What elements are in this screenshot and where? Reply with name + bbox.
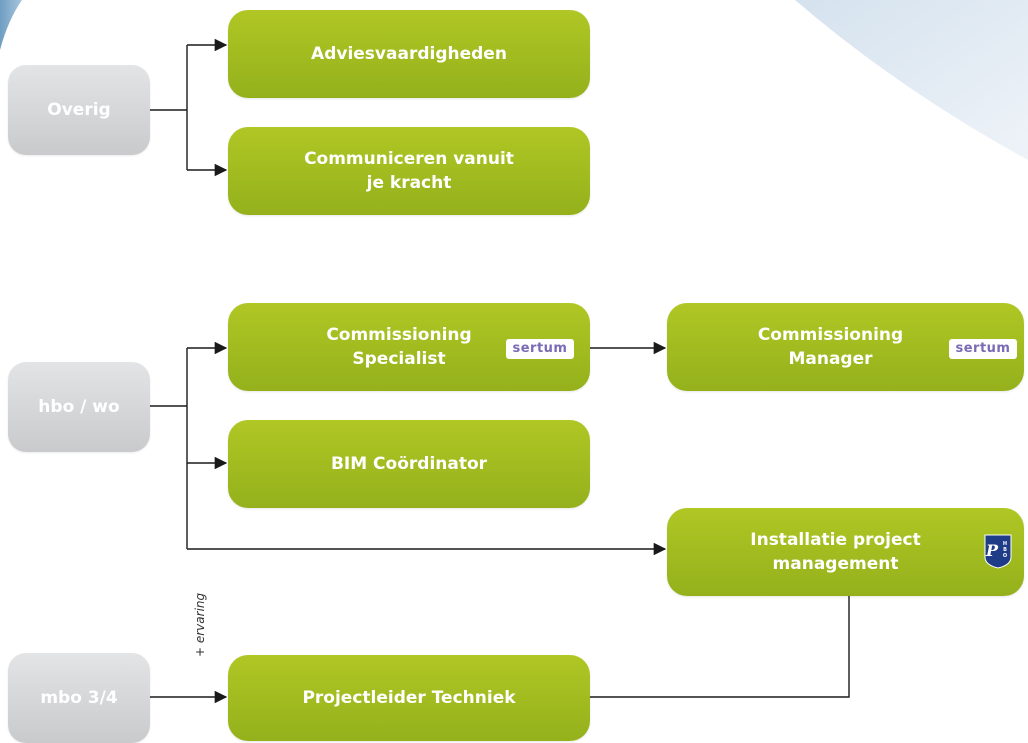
course-communiceren-label: Communiceren vanuit je kracht <box>304 147 514 195</box>
course-installatie-line2: management <box>772 554 899 574</box>
course-bim-coordinator-label: BIM Coördinator <box>330 454 488 474</box>
course-commissioning-specialist: Commissioning Specialist sertum <box>228 303 590 391</box>
course-adviesvaardigheden: Adviesvaardigheden <box>228 10 590 98</box>
course-commissioning-manager: Commissioning Manager sertum <box>667 303 1024 391</box>
arrow-projectleider-to-installatie <box>589 568 856 698</box>
sertum-logo: sertum <box>506 339 574 359</box>
svg-text:B: B <box>1003 547 1007 553</box>
course-installatie-projectmanagement: Installatie project management P H B O <box>667 508 1024 596</box>
ervaring-annotation: + ervaring <box>193 592 207 657</box>
level-overig-label: Overig <box>47 100 111 120</box>
course-commissioning-specialist-line2: Specialist <box>352 349 446 369</box>
course-commissioning-manager-line1: Commissioning <box>757 325 904 345</box>
course-commissioning-specialist-label: Commissioning Specialist <box>326 323 471 371</box>
course-installatie-line1: Installatie project <box>750 530 921 550</box>
course-communiceren: Communiceren vanuit je kracht <box>228 127 590 215</box>
course-commissioning-specialist-line1: Commissioning <box>326 325 472 345</box>
course-projectleider-techniek: Projectleider Techniek <box>228 655 590 741</box>
sertum-logo-text: sertum <box>512 341 568 356</box>
level-mbo-label: mbo 3/4 <box>40 688 118 708</box>
course-installatie-label: Installatie project management <box>750 528 920 576</box>
level-mbo: mbo 3/4 <box>8 653 150 743</box>
course-communiceren-line1: Communiceren vanuit <box>304 149 514 169</box>
sertum-logo: sertum <box>949 339 1017 359</box>
course-communiceren-line2: je kracht <box>366 173 452 193</box>
course-bim-coordinator: BIM Coördinator <box>228 420 590 508</box>
phbo-logo: P H B O <box>984 534 1012 569</box>
course-commissioning-manager-label: Commissioning Manager <box>758 323 903 371</box>
left-swoosh <box>0 0 22 50</box>
svg-text:O: O <box>1003 553 1007 559</box>
course-commissioning-manager-line2: Manager <box>788 349 873 369</box>
level-hbo-wo: hbo / wo <box>8 362 150 452</box>
level-overig: Overig <box>8 65 150 155</box>
course-projectleider-label: Projectleider Techniek <box>302 688 516 708</box>
sky-swoosh <box>795 0 1028 160</box>
course-adviesvaardigheden-label: Adviesvaardigheden <box>311 44 507 64</box>
phbo-logo-letter: P <box>985 541 999 560</box>
level-hbo-wo-label: hbo / wo <box>38 397 120 417</box>
svg-text:H: H <box>1003 541 1007 547</box>
sertum-logo-text: sertum <box>955 341 1011 356</box>
